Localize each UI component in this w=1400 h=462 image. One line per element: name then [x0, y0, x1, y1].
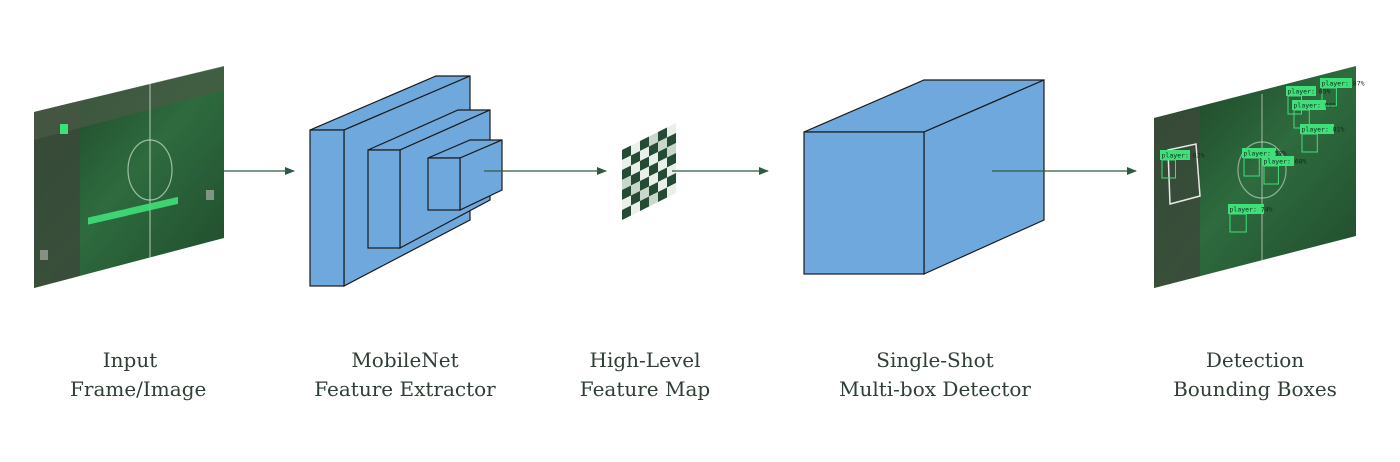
- feature-map-cell: [622, 145, 631, 160]
- detection-label-tag: [1292, 100, 1326, 110]
- feature-map-cell: [631, 181, 640, 196]
- feature-map-cell: [667, 183, 676, 198]
- detection-label-text: player: 62%: [1162, 152, 1205, 160]
- detection-label-text: player: 85%: [1288, 88, 1331, 96]
- detection-label-tag: [1228, 204, 1264, 214]
- label-mobilenet-line2: Feature Extractor: [314, 377, 496, 401]
- feature-map-cell: [622, 155, 631, 170]
- feature-map-cell: [649, 132, 658, 147]
- detection-label-tag: [1262, 156, 1294, 166]
- detection-label-text: player: 90%: [1294, 102, 1337, 110]
- feature-map-cell: [649, 182, 658, 197]
- feature-map-cell: [640, 146, 649, 161]
- feature-map-cell: [640, 176, 649, 191]
- feature-map-cell: [658, 147, 667, 162]
- feature-map-cell: [640, 136, 649, 151]
- detection-label-tag: [1300, 124, 1334, 134]
- input-frame-image: [34, 66, 224, 288]
- feature-map-cell: [640, 156, 649, 171]
- feature-map-cell: [631, 201, 640, 216]
- label-feature-map: High-Level Feature Map: [565, 346, 725, 404]
- feature-map-cell: [631, 151, 640, 166]
- label-featuremap-line1: High-Level: [589, 348, 701, 372]
- label-ssd: Single-Shot Multi-box Detector: [820, 346, 1050, 404]
- feature-map-cell: [631, 191, 640, 206]
- feature-map-cell: [649, 172, 658, 187]
- label-input-line1: Input: [102, 348, 158, 372]
- feature-map-cell: [667, 123, 676, 138]
- feature-map-cell: [649, 162, 658, 177]
- detection-label-tag: [1320, 78, 1352, 88]
- label-featuremap-line2: Feature Map: [579, 377, 711, 401]
- feature-map-cell: [649, 142, 658, 157]
- feature-map-cell: [658, 177, 667, 192]
- feature-map-cell: [640, 196, 649, 211]
- feature-map-cell: [658, 187, 667, 202]
- feature-map-cell: [658, 157, 667, 172]
- label-mobilenet: MobileNet Feature Extractor: [300, 346, 510, 404]
- feature-map-cell: [667, 173, 676, 188]
- detection-label-text: player: 87%: [1322, 80, 1365, 88]
- label-input-frame: Input Frame/Image: [70, 346, 207, 404]
- feature-map-cell: [658, 127, 667, 142]
- feature-map-cell: [649, 152, 658, 167]
- detection-label-tag: [1286, 86, 1316, 96]
- feature-map-cell: [622, 195, 631, 210]
- high-level-feature-map: [622, 123, 676, 220]
- detection-output-frame: player: 62%player: 90%player: 87%player:…: [1154, 66, 1365, 288]
- feature-map-cell: [667, 163, 676, 178]
- feature-map-cell: [622, 165, 631, 180]
- feature-map-cell: [658, 137, 667, 152]
- label-ssd-line1: Single-Shot: [876, 348, 994, 372]
- feature-map-cell: [667, 133, 676, 148]
- mobilenet-feature-extractor: [309, 75, 503, 287]
- feature-map-cell: [622, 205, 631, 220]
- feature-map-cell: [631, 161, 640, 176]
- feature-map-cell: [667, 153, 676, 168]
- label-mobilenet-line1: MobileNet: [351, 348, 459, 372]
- single-shot-multibox-detector: [803, 79, 1045, 275]
- detection-label-tag: [1242, 148, 1276, 158]
- feature-map-cell: [649, 192, 658, 207]
- feature-map-cell: [622, 175, 631, 190]
- feature-map-cell: [667, 143, 676, 158]
- feature-map-cell: [622, 185, 631, 200]
- feature-map-cell: [658, 167, 667, 182]
- feature-map-cell: [640, 186, 649, 201]
- detection-label-text: player: 81%: [1302, 126, 1345, 134]
- feature-map-cell: [631, 171, 640, 186]
- feature-map-cell: [631, 141, 640, 156]
- detection-label-text: player: 68%: [1264, 158, 1307, 166]
- label-input-line2: Frame/Image: [70, 377, 207, 401]
- mobilenet-block-small: [427, 139, 503, 211]
- label-output-line2: Bounding Boxes: [1173, 377, 1337, 401]
- label-output-line1: Detection: [1205, 348, 1305, 372]
- feature-map-cell: [640, 166, 649, 181]
- detection-label-text: player: 57%: [1244, 150, 1287, 158]
- detection-label-text: player: 74%: [1230, 206, 1273, 214]
- detection-label-tag: [1160, 150, 1190, 160]
- label-ssd-line2: Multi-box Detector: [838, 377, 1031, 401]
- label-output: Detection Bounding Boxes: [1150, 346, 1360, 404]
